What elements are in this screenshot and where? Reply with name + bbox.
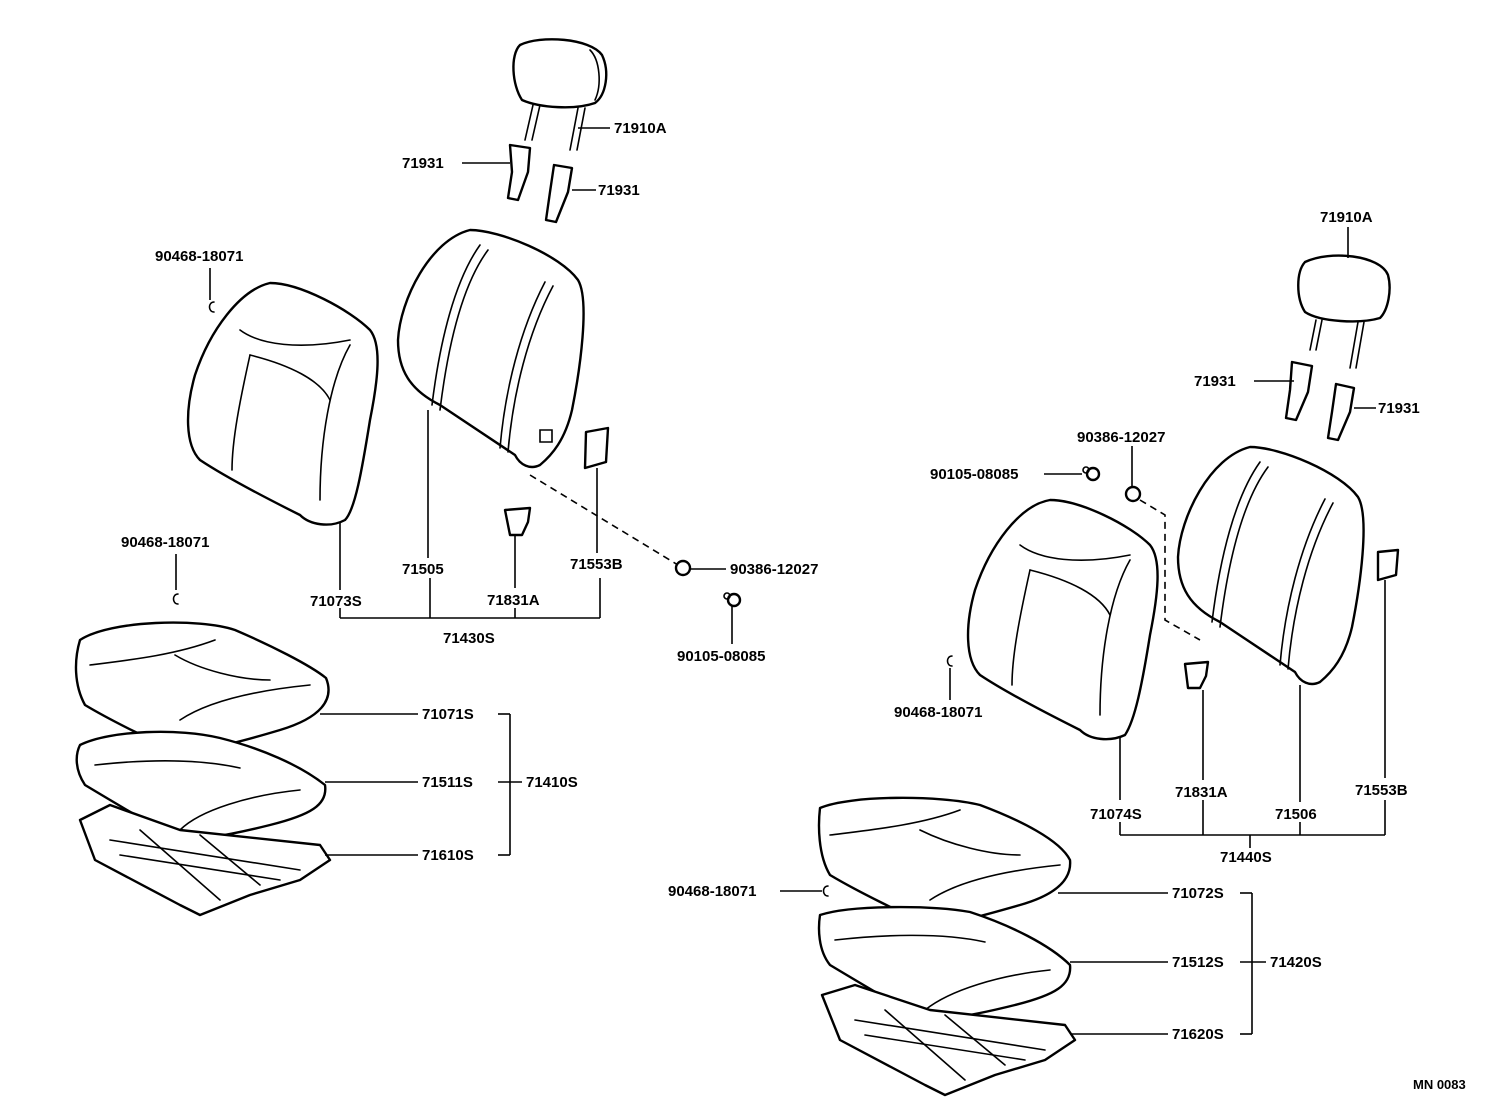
left-back-frame — [396, 228, 585, 469]
right-back-side-cover — [1376, 548, 1400, 582]
left-back-cover — [186, 281, 379, 526]
label-left-cushion-frame: 71610S — [422, 847, 474, 864]
right-back-frame — [1176, 445, 1365, 686]
label-right-back-frame: 71506 — [1275, 806, 1317, 823]
label-left-back-cover-lower: 71831A — [487, 592, 540, 609]
right-cushion-pad — [817, 905, 1072, 1022]
label-right-cushion-assembly: 71420S — [1270, 954, 1322, 971]
left-back-side-cover — [583, 426, 610, 470]
left-bolt-icon — [723, 592, 742, 608]
right-headrest — [1297, 254, 1391, 369]
left-back-cover-lower — [503, 506, 532, 537]
left-clip-cushion-icon — [172, 593, 179, 605]
label-left-clip-back: 90468-18071 — [155, 248, 243, 265]
left-headrest-guide-right — [544, 163, 574, 224]
label-right-cushion-cover: 71072S — [1172, 885, 1224, 902]
diagram-id: MN 0083 — [1413, 1077, 1466, 1092]
right-clip-back-icon — [946, 655, 953, 667]
label-left-guide-left: 71931 — [402, 155, 444, 172]
right-cushion-frame — [820, 983, 1077, 1097]
label-right-nut: 90386-12027 — [1077, 429, 1165, 446]
left-cushion-pad — [75, 730, 327, 842]
label-right-cushion-pad: 71512S — [1172, 954, 1224, 971]
label-left-back-cover: 71073S — [310, 593, 362, 610]
label-left-headrest: 71910A — [614, 120, 667, 137]
right-clip-cushion-icon — [822, 885, 829, 897]
label-right-guide-right: 71931 — [1378, 400, 1420, 417]
label-right-guide-left: 71931 — [1194, 373, 1236, 390]
right-nut-icon — [1124, 485, 1142, 503]
label-right-back-assembly: 71440S — [1220, 849, 1272, 866]
right-leader-lines — [780, 227, 1386, 1035]
label-left-back-frame: 71505 — [402, 561, 444, 578]
label-left-bolt: 90105-08085 — [677, 648, 765, 665]
label-right-back-cover-lower: 71831A — [1175, 784, 1228, 801]
label-left-clip-cushion: 90468-18071 — [121, 534, 209, 551]
label-left-guide-right: 71931 — [598, 182, 640, 199]
label-left-back-side-cover: 71553B — [570, 556, 623, 573]
label-left-cushion-pad: 71511S — [422, 774, 473, 791]
right-bolt-icon — [1082, 466, 1101, 482]
label-left-cushion-assembly: 71410S — [526, 774, 578, 791]
right-back-cover-lower — [1183, 660, 1210, 690]
label-left-nut: 90386-12027 — [730, 561, 818, 578]
left-nut-icon — [674, 559, 692, 577]
label-right-headrest: 71910A — [1320, 209, 1373, 226]
label-right-bolt: 90105-08085 — [930, 466, 1018, 483]
label-right-clip-back: 90468-18071 — [894, 704, 982, 721]
right-headrest-guide-left — [1284, 360, 1314, 422]
left-cushion-cover — [74, 621, 330, 754]
label-right-back-side-cover: 71553B — [1355, 782, 1408, 799]
label-right-back-cover: 71074S — [1090, 806, 1142, 823]
right-cushion-cover — [817, 796, 1072, 927]
left-headrest-guide-left — [506, 143, 532, 202]
label-left-cushion-cover: 71071S — [422, 706, 474, 723]
label-left-back-assembly: 71430S — [443, 630, 495, 647]
left-clip-back-icon — [208, 301, 215, 313]
left-cushion-frame — [78, 803, 332, 917]
right-headrest-guide-right — [1326, 382, 1356, 442]
right-back-cover — [966, 498, 1159, 741]
label-right-clip-cushion: 90468-18071 — [668, 883, 756, 900]
label-right-cushion-frame: 71620S — [1172, 1026, 1224, 1043]
left-headrest — [512, 38, 608, 151]
left-leader-lines — [175, 127, 733, 856]
